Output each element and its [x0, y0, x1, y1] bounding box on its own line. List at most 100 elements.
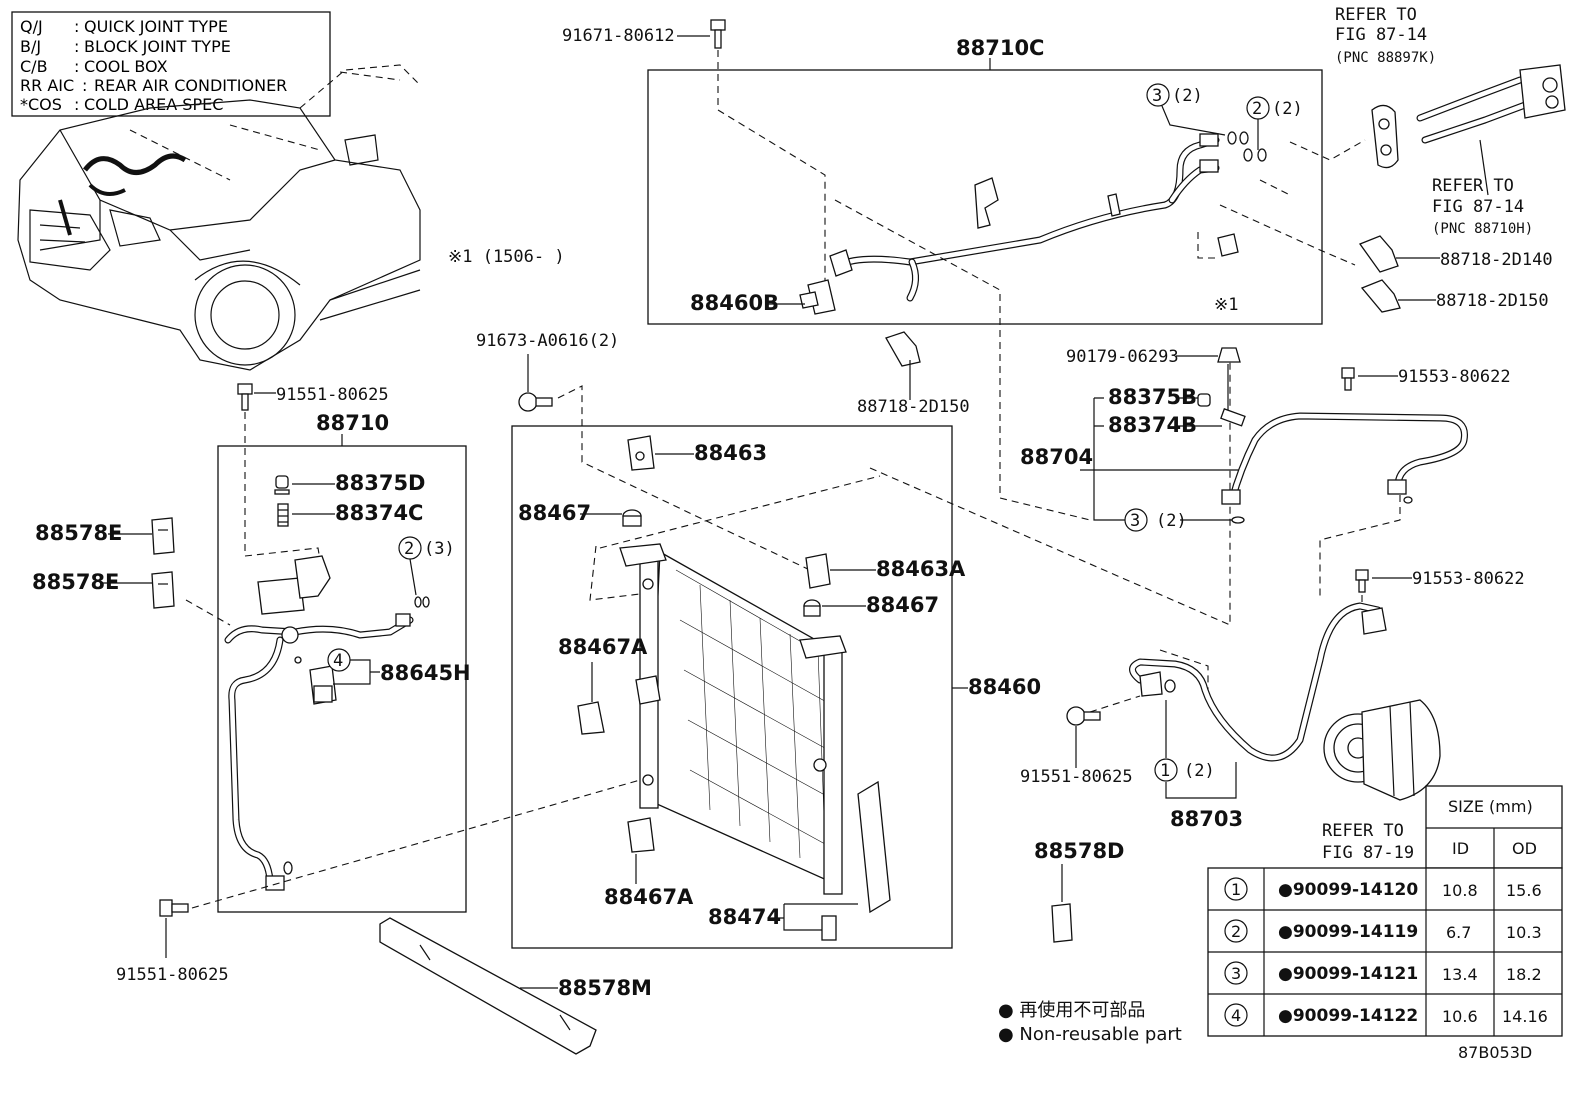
label-88704: 88704: [1020, 445, 1093, 469]
size-row-1-num: 1: [1231, 880, 1241, 899]
size-table-title: SIZE (mm): [1448, 797, 1533, 816]
label-91673-A0616: 91673-A0616(2): [476, 331, 619, 351]
label-88578M: 88578M: [558, 976, 652, 1000]
vehicle-illustration: [17, 64, 421, 371]
pipe-88704: [1221, 412, 1468, 524]
label-88375D: 88375D: [335, 471, 426, 495]
condenser-core: [619, 543, 847, 895]
pad-88578E-b: [151, 571, 175, 609]
label-88703: 88703: [1170, 807, 1243, 831]
legend-text-cos: COLD AREA SPEC: [84, 95, 223, 114]
legend-sep-rraic: :: [82, 76, 87, 95]
refer2-line3: (PNC 88710H): [1432, 221, 1533, 237]
label-91551-80625-right: 91551-80625: [1020, 767, 1133, 787]
receiver-88474: [821, 780, 891, 941]
cap-88375B: [1197, 393, 1211, 407]
size-row-4-id: 10.6: [1442, 1007, 1478, 1026]
callout-3-top: [1146, 83, 1170, 107]
seal-88578M: [379, 917, 597, 1055]
refer1-line3: (PNC 88897K): [1335, 50, 1436, 66]
size-row-1-od: 15.6: [1506, 881, 1542, 900]
evaporator-tubes: [1416, 64, 1566, 196]
label-88463: 88463: [694, 441, 767, 465]
bolt-91553-80622-a: [1341, 367, 1355, 391]
table-row: 1 ●90099-14120 10.8 15.6: [1224, 877, 1542, 901]
label-91551-80625-top: 91551-80625: [276, 385, 389, 405]
size-row-4-num: 4: [1231, 1006, 1241, 1025]
cap-88375D: [274, 475, 290, 495]
refer1-line1: REFER TO: [1335, 5, 1417, 25]
label-88374B: 88374B: [1108, 413, 1197, 437]
compressor: [1323, 699, 1441, 801]
label-90179-06293: 90179-06293: [1066, 347, 1179, 367]
label-88460: 88460: [968, 675, 1041, 699]
legend-text-rraic: REAR AIR CONDITIONER: [94, 76, 287, 95]
bolt-91673-A0616: [518, 392, 553, 412]
cushion-88467A-b: [627, 817, 655, 853]
label-88718-2D140: 88718-2D140: [1440, 250, 1553, 270]
bushing-88467-a: [622, 509, 642, 527]
callout-2-left-num: 2: [404, 539, 414, 559]
bracket-88463A: [805, 553, 831, 589]
refer3-line1: REFER TO: [1322, 821, 1404, 841]
valve-88374B: [1220, 408, 1246, 427]
callout-4-left-num: 4: [333, 651, 343, 671]
label-88467-a: 88467: [518, 501, 591, 525]
callout-1-right-num: 1: [1160, 761, 1170, 781]
legend-box: Q/J : QUICK JOINT TYPE B/J : BLOCK JOINT…: [11, 11, 331, 117]
bracket-88460B: [799, 279, 836, 315]
legend-text-cb: COOL BOX: [84, 57, 168, 76]
bolt-91553-80622-b: [1355, 569, 1369, 593]
label-91553-80622-b: 91553-80622: [1412, 569, 1525, 589]
legend-sep-cb: :: [74, 57, 79, 76]
note-1506: ※1 (1506- ): [448, 247, 565, 267]
size-row-4-od: 14.16: [1502, 1007, 1548, 1026]
label-91671-80612: 91671-80612: [562, 26, 675, 46]
label-star1: ※1: [1214, 295, 1238, 315]
valve-88374C: [277, 503, 289, 527]
callout-3-top-qty: (2): [1172, 86, 1203, 106]
bolt-91551-80625-right: [1066, 706, 1101, 726]
size-row-4-part: ●90099-14122: [1278, 1006, 1418, 1026]
label-88467A-a: 88467A: [558, 635, 648, 659]
table-row: 3 ●90099-14121 13.4 18.2: [1224, 961, 1542, 985]
clamp-88718-2D150-right: [1360, 279, 1401, 313]
label-88710C: 88710C: [956, 36, 1044, 60]
size-row-2-od: 10.3: [1506, 923, 1542, 942]
legend-abbr-cb: C/B: [20, 57, 48, 76]
hose-88710C: [829, 131, 1267, 302]
label-88710: 88710: [316, 411, 389, 435]
size-table-col-od: OD: [1512, 839, 1537, 858]
box-88710C: [647, 69, 1323, 325]
hose-88703: [1129, 602, 1387, 762]
label-88375B: 88375B: [1108, 385, 1197, 409]
legend-abbr-rraic: RR AIC: [20, 76, 74, 95]
label-88460B: 88460B: [690, 291, 779, 315]
label-88718-2D150-mid: 88718-2D150: [857, 397, 970, 417]
pad-88578E-a: [151, 517, 175, 555]
clamp-in-box: [974, 177, 999, 229]
callout-2-left-qty: (3): [424, 539, 455, 559]
label-88467A-b: 88467A: [604, 885, 694, 909]
label-91553-80622-a: 91553-80622: [1398, 367, 1511, 387]
cushion-88467A-a: [577, 701, 605, 735]
label-88463A: 88463A: [876, 557, 966, 581]
figure-code: 87B053D: [1458, 1043, 1532, 1062]
refer2-line1: REFER TO: [1432, 176, 1514, 196]
label-88467-b: 88467: [866, 593, 939, 617]
callout-3-right-qty: (2): [1156, 511, 1187, 531]
legend-abbr-cos: *COS: [20, 95, 62, 114]
box-88460: [511, 425, 953, 949]
clamp-88718-2D140: [1358, 235, 1399, 273]
callout-2-top-qty: (2): [1272, 99, 1303, 119]
label-88578D: 88578D: [1034, 839, 1125, 863]
clip-star1: [1217, 233, 1239, 257]
bolt-91551-80625-top: [237, 383, 253, 411]
legend-sep-bj: :: [74, 37, 79, 56]
legend-abbr-bj: B/J: [20, 37, 41, 56]
size-row-1-part: ●90099-14120: [1278, 880, 1418, 900]
table-row: 2 ●90099-14119 6.7 10.3: [1224, 919, 1542, 943]
size-row-3-num: 3: [1231, 964, 1241, 983]
legend-abbr-qj: Q/J: [20, 17, 43, 36]
